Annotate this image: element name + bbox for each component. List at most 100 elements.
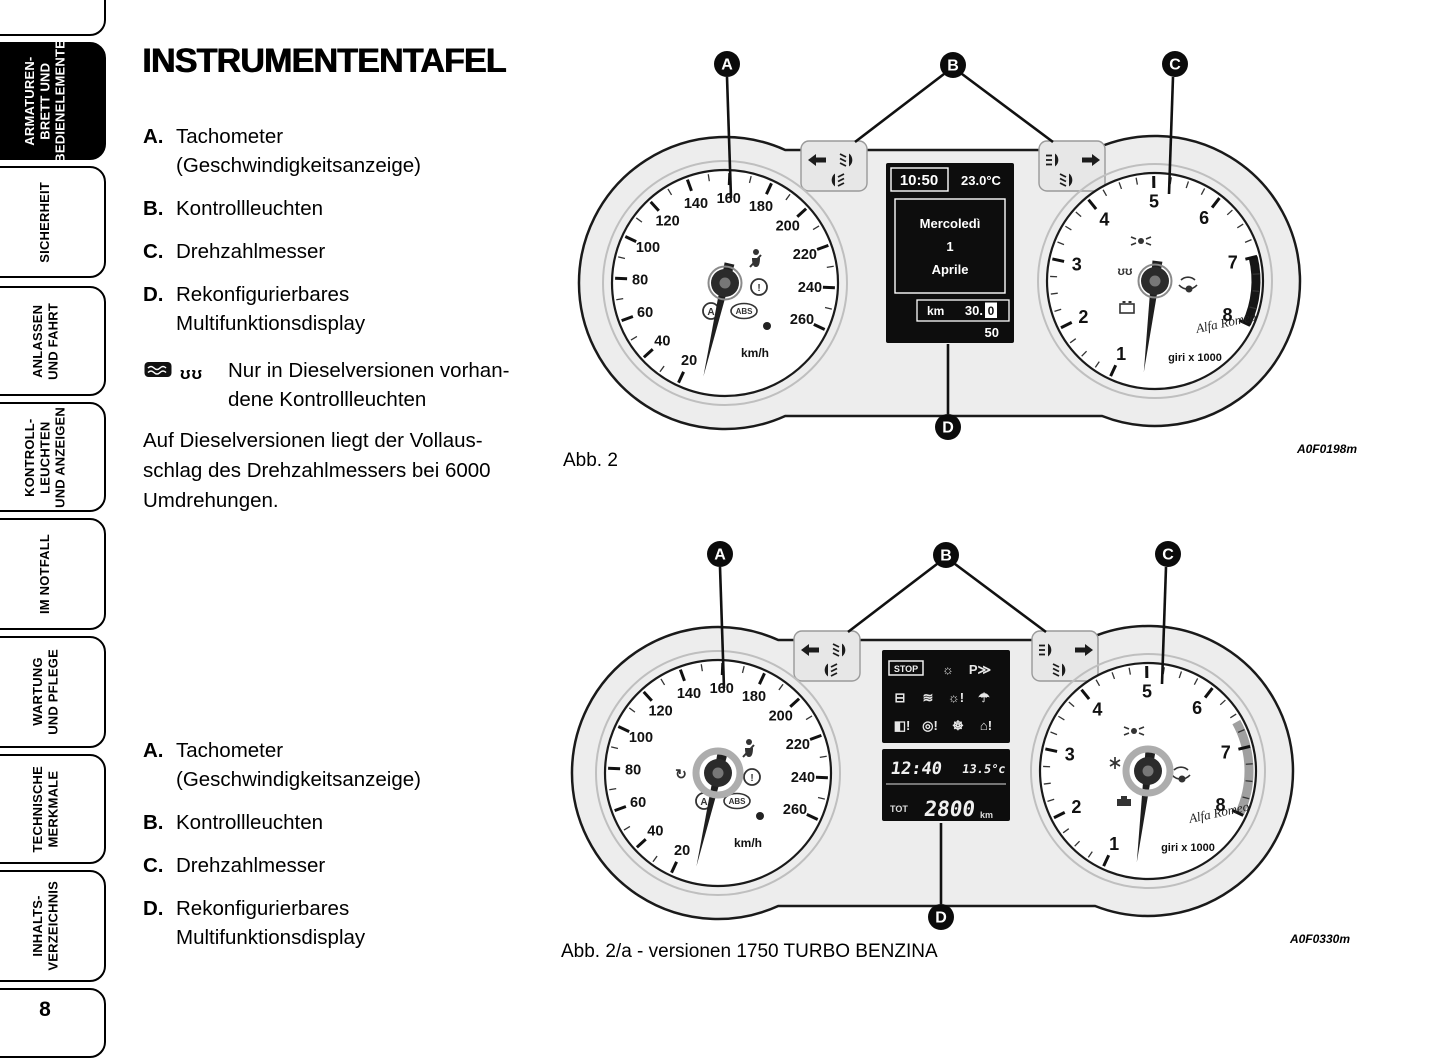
sidebar-tab-label: ARMATUREN- BRETT UND BEDIENELEMENTE	[22, 40, 68, 163]
svg-text:!: !	[757, 283, 760, 294]
page-number: 8	[39, 998, 51, 1022]
warning-dot-icon	[756, 812, 764, 820]
tachometer-scale-label: 6	[1199, 208, 1209, 228]
speedometer-scale-label: 240	[791, 770, 815, 786]
svg-text:P≫: P≫	[969, 662, 991, 677]
sidebar-tab-notfall[interactable]: IM NOTFALL	[0, 518, 106, 630]
svg-text:!: !	[750, 773, 753, 784]
speedometer-scale-label: 120	[648, 703, 672, 719]
warning-dot-icon	[763, 322, 771, 330]
legend-text: Tachometer (Geschwindigkeitsanzeige)	[176, 122, 421, 180]
svg-text:≋: ≋	[923, 690, 934, 705]
speedometer-scale-label: 20	[674, 843, 690, 859]
sidebar-tab-sicherheit[interactable]: SICHERHEIT	[0, 166, 106, 278]
exterior-lights-icon: ☼	[942, 662, 954, 677]
svg-text:A: A	[700, 797, 707, 808]
svg-text:A: A	[707, 307, 714, 318]
display-outside-temp: 13.5°c	[961, 762, 1006, 776]
figure-code: A0F0198m	[1297, 442, 1357, 456]
figure-caption: Abb. 2/a - versionen 1750 TURBO BENZINA	[561, 941, 938, 963]
tachometer-scale-label: 1	[1116, 344, 1126, 364]
tachometer-scale-label: 7	[1228, 253, 1238, 273]
speedometer-scale-label: 220	[793, 247, 817, 263]
parking-sensor-icon: P≫	[969, 662, 991, 677]
display-odometer-last-digit: 0	[988, 304, 995, 318]
sidebar-tab-label: ANLASSEN UND FAHRT	[30, 303, 61, 380]
steering-icon: ☸	[952, 718, 964, 733]
svg-text:◧!: ◧!	[894, 718, 911, 733]
sidebar-tab-anlassen[interactable]: ANLASSEN UND FAHRT	[0, 286, 106, 396]
svg-text:☼: ☼	[942, 662, 954, 677]
sidebar-tab-label: INHALTS- VERZEICHNIS	[30, 881, 61, 971]
sidebar-tab-kontrollleuchten[interactable]: KONTROLL- LEUCHTEN UND ANZEIGEN	[0, 402, 106, 512]
display-date-line: Mercoledì	[920, 216, 981, 231]
rain-sensor-icon: ☂	[978, 690, 990, 705]
legend-key: D.	[143, 894, 176, 952]
display-outside-temp: 23.0°C	[961, 173, 1002, 188]
tachometer-scale-label: 3	[1065, 744, 1075, 764]
display-odo-unit: km	[927, 304, 944, 318]
speedometer-scale-label: 60	[637, 305, 653, 321]
svg-text:12:40: 12:40	[889, 759, 943, 779]
sidebar-tab-wartung[interactable]: WARTUNG UND PFLEGE	[0, 636, 106, 748]
vehicle-protection-icon: ⌂!	[980, 718, 992, 733]
speedometer-scale-label: 260	[783, 802, 807, 818]
svg-text:13.5°c: 13.5°c	[961, 762, 1006, 776]
svg-text:D: D	[942, 420, 954, 437]
speedometer-scale-label: 220	[786, 737, 810, 753]
legend-key: B.	[143, 808, 176, 837]
sidebar-tab-inhalt[interactable]: INHALTS- VERZEICHNIS	[0, 870, 106, 982]
sidebar-tab-label: SICHERHEIT	[37, 182, 52, 263]
water-in-fuel-filter-icon	[143, 359, 173, 381]
tachometer-scale-label: 4	[1092, 699, 1102, 719]
display-odo-unit: km	[980, 810, 993, 820]
svg-text:☼!: ☼!	[948, 690, 964, 705]
speedometer-scale-label: 160	[717, 191, 741, 207]
speedometer-scale-label: 60	[630, 795, 646, 811]
speedometer-scale-label: 120	[655, 213, 679, 229]
display-trip: 50	[985, 325, 999, 340]
esc-icon: ↻	[675, 766, 687, 782]
display-odometer: 30.	[965, 303, 983, 318]
speedometer-scale-label: 100	[629, 730, 653, 746]
speedometer-unit-label: km/h	[734, 836, 762, 850]
tachometer-scale-label: 5	[1142, 681, 1152, 701]
tachometer-unit-label: giri x 1000	[1161, 842, 1215, 854]
tachometer-scale-label: 5	[1149, 191, 1159, 211]
display-odometer: 2800	[923, 796, 977, 821]
tachometer-scale-label: 3	[1072, 254, 1082, 274]
figure-code: A0F0330m	[1290, 932, 1350, 946]
battery-icon: ⊟	[895, 690, 906, 705]
tachometer-scale-label: 1	[1109, 834, 1119, 854]
legend-key: D.	[143, 280, 176, 338]
legend-key: C.	[143, 237, 176, 266]
svg-text:D: D	[935, 910, 947, 927]
sidebar-tab-label: KONTROLL- LEUCHTEN UND ANZEIGEN	[22, 407, 68, 508]
legend-text: Rekonfigurierbares Multifunktionsdisplay	[176, 280, 365, 338]
sidebar-tab-technische[interactable]: TECHNISCHE MERKMALE	[0, 754, 106, 864]
sidebar-tab-armaturenbrett[interactable]: ARMATUREN- BRETT UND BEDIENELEMENTE	[0, 42, 106, 160]
speedometer-scale-label: 140	[677, 686, 701, 702]
tachometer-scale-label: 6	[1192, 698, 1202, 718]
svg-text:ABS: ABS	[729, 797, 747, 806]
svg-text:ABS: ABS	[736, 307, 754, 316]
display-clock: 10:50	[900, 172, 938, 189]
sidebar-tab-spacer[interactable]	[0, 0, 106, 36]
svg-text:A: A	[714, 547, 726, 564]
svg-text:B: B	[940, 548, 952, 565]
door-open-icon: ◧!	[894, 718, 911, 733]
speedometer-scale-label: 180	[749, 199, 773, 215]
speedometer-scale-label: 160	[710, 681, 734, 697]
display-date-line: 1	[946, 239, 953, 254]
bulb-failure-icon: ☼!	[948, 690, 964, 705]
svg-text:A: A	[721, 57, 733, 74]
glow-plug-icon: ʊʊ	[180, 359, 203, 388]
sidebar: ARMATUREN- BRETT UND BEDIENELEMENTE SICH…	[0, 0, 130, 1026]
tachometer-scale-label: 7	[1221, 743, 1231, 763]
svg-text:STOP: STOP	[894, 664, 918, 674]
speedometer-scale-label: 180	[742, 689, 766, 705]
